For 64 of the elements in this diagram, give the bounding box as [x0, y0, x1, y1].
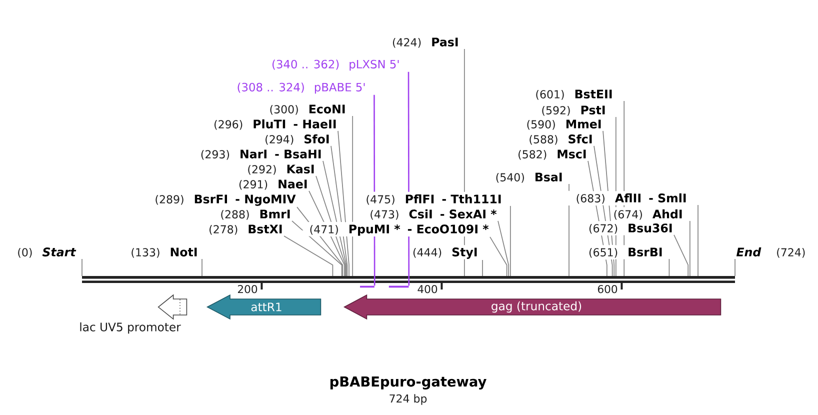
leader-line [498, 220, 510, 276]
site-label: (133) NotI [132, 248, 197, 258]
site-label: (424) PasI [392, 38, 458, 48]
map-title: pBABEpuro-gateway [330, 376, 486, 390]
primer-label: (340 .. 362) pLXSN 5' [272, 60, 399, 71]
primer-label: (308 .. 324) pBABE 5' [238, 82, 365, 94]
leader-line [668, 258, 670, 276]
site-label: (540) BsaI [496, 172, 562, 183]
leader-line [674, 234, 689, 276]
leader-line [594, 146, 613, 276]
site-label: (601) BstEII [536, 90, 612, 100]
leader-line [316, 176, 346, 276]
leader-line [352, 116, 354, 276]
scale-label: 200 [238, 285, 258, 294]
site-label: (471) PpuMI * - EcoO109I * [310, 224, 489, 236]
site-label: (588) SfcI [530, 134, 592, 145]
site-label: (592) PstI [542, 106, 605, 116]
map-end-label: (0) Start [18, 248, 76, 258]
leader-line [482, 260, 483, 276]
site-label: (292) KasI [248, 164, 314, 175]
site-label: (651) BsrBI [589, 248, 662, 258]
site-label: (291) NaeI [239, 180, 307, 190]
leader-line [374, 94, 376, 286]
site-label: (683) AflII - SmlI [576, 193, 686, 204]
leader-line [568, 184, 570, 276]
site-label: (294) SfoI [266, 134, 329, 145]
leader-line [689, 220, 690, 276]
leader-line [284, 236, 334, 276]
leader-line [308, 190, 345, 276]
site-label: (278) BstXI [210, 224, 282, 235]
leader-line [464, 48, 465, 276]
site-label: (672) Bsu36I [589, 224, 672, 234]
leader-line [588, 160, 608, 276]
leader-line [330, 146, 348, 276]
leader-line [292, 220, 342, 276]
feature-label: lac UV5 promoter [80, 322, 181, 334]
length-label: 724 bp [390, 394, 427, 405]
site-label: (582) MscI [518, 150, 586, 160]
site-label: (300) EcoNI [270, 104, 345, 115]
site-label: (288) BmrI [221, 210, 290, 220]
leader-line [296, 206, 344, 276]
site-label: (473) CsiI - SexAI * [370, 209, 497, 220]
primer-site [360, 286, 374, 288]
site-label: (674) AhdI [614, 209, 682, 220]
leader-line [624, 100, 625, 276]
leader-line [615, 116, 616, 276]
map-end-label: End (724) [736, 247, 805, 258]
site-label: (590) MmeI [527, 120, 601, 130]
leader-line [602, 130, 615, 276]
scale-label: 600 [598, 285, 618, 294]
leader-line [734, 258, 736, 276]
leader-line [338, 130, 350, 276]
site-label: (296) PluTI - HaeII [214, 119, 336, 130]
dna-backbone [82, 276, 735, 283]
site-label: (475) PflFI - Tth111I [366, 194, 501, 205]
leader-line [510, 206, 511, 276]
site-label: (444) StyI [413, 248, 477, 259]
leader-line [408, 72, 410, 286]
leader-line [322, 160, 347, 276]
leader-line [490, 236, 508, 276]
site-label: (289) BsrFI - NgoMIV [156, 194, 296, 206]
primer-site [388, 286, 409, 288]
scale-label: 400 [418, 285, 438, 294]
site-label: (293) NarI - BsaHI [201, 150, 321, 160]
